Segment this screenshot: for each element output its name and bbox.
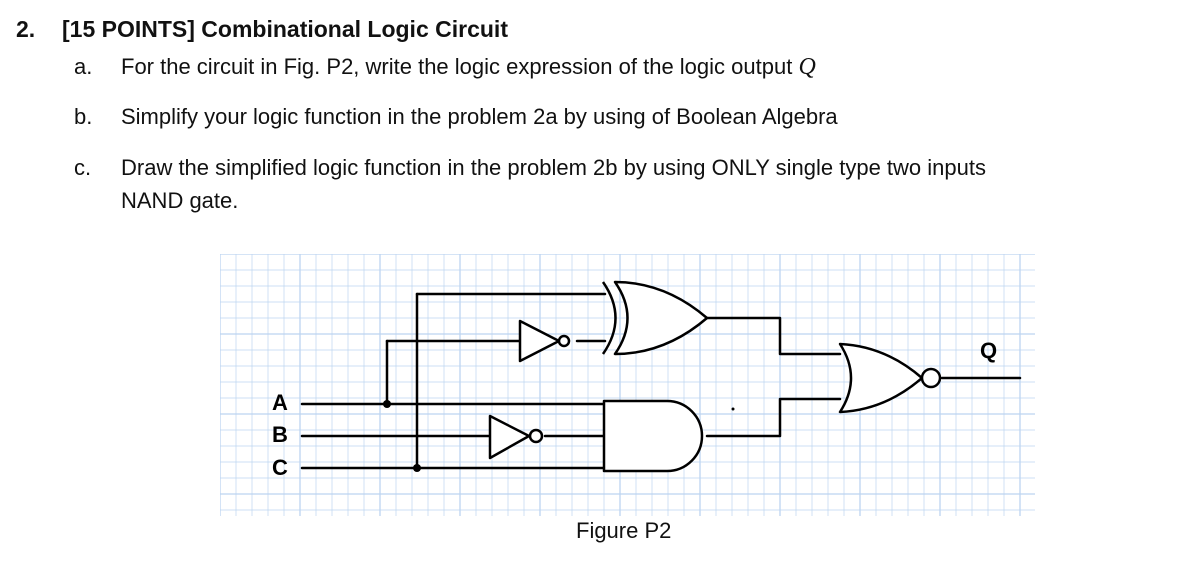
question-title: [15 POINTS] Combinational Logic Circuit <box>62 16 508 42</box>
part-c-text-line2: NAND gate. <box>121 188 239 213</box>
input-label-a: A <box>272 390 288 415</box>
circuit-diagram: A B C Q <box>220 254 1035 516</box>
part-b-letter: b. <box>74 104 93 129</box>
input-label-c: C <box>272 455 288 480</box>
output-label-q: Q <box>980 338 997 363</box>
and-gate <box>602 399 704 473</box>
part-c-text-wrap: Draw the simplified logic function in th… <box>121 155 986 214</box>
part-a-math-q: Q <box>798 54 816 80</box>
junction-dot-c <box>413 464 421 472</box>
question-header: 2. [15 POINTS] Combinational Logic Circui… <box>16 16 508 43</box>
nand-gate <box>838 342 942 414</box>
junction-dot-a <box>383 400 391 408</box>
part-c-text-line1: Draw the simplified logic function in th… <box>121 155 986 180</box>
wire-and-to-nand <box>705 397 842 438</box>
not-gate-top <box>518 319 571 363</box>
input-label-b: B <box>272 422 288 447</box>
wires <box>300 292 1022 470</box>
stray-dot <box>731 407 735 411</box>
part-c-letter: c. <box>74 155 92 180</box>
question-number: 2. <box>16 16 36 42</box>
not-gate-bottom <box>488 414 544 460</box>
part-a-text-wrap: For the circuit in Fig. P2, write the lo… <box>121 54 816 81</box>
xor-gate <box>601 280 709 356</box>
figure-caption: Figure P2 <box>576 518 672 543</box>
figure-p2: A B C Q <box>220 254 1035 516</box>
part-b-text: Simplify your logic function in the prob… <box>121 104 838 129</box>
wire-xor-to-nand <box>705 316 842 356</box>
part-a-letter: a. <box>74 54 93 79</box>
part-a-text: For the circuit in Fig. P2, write the lo… <box>121 54 793 79</box>
